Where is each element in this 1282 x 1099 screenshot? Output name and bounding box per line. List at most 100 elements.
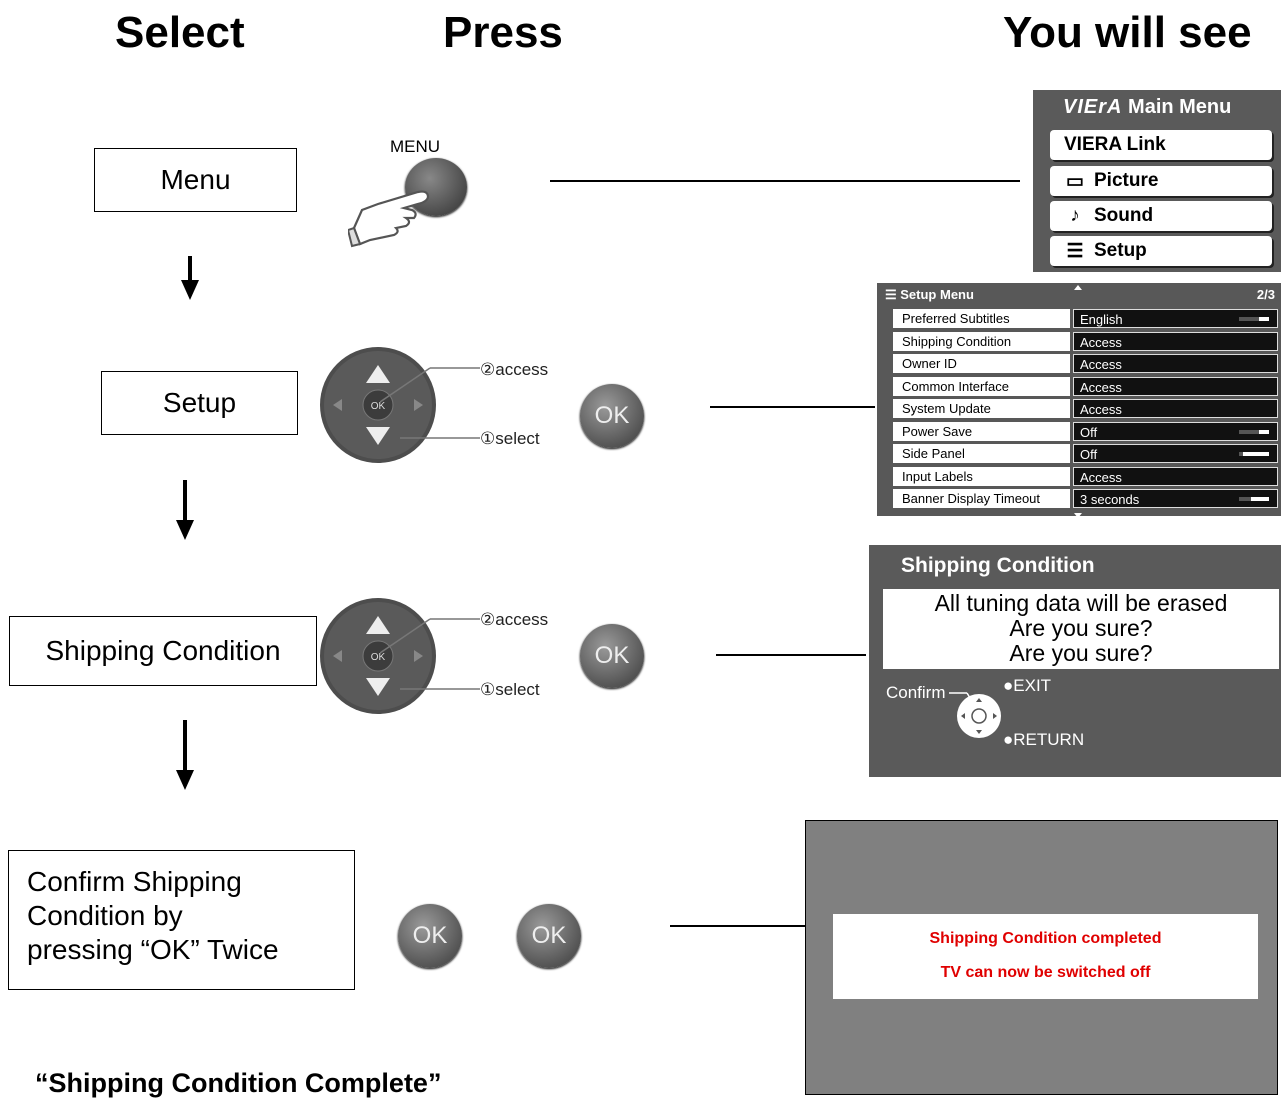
list-icon: ☰ — [1066, 240, 1084, 262]
header-select: Select — [115, 8, 245, 57]
step-setup-box: Setup — [101, 371, 298, 435]
completed-screen: Shipping Condition completed TV can now … — [805, 820, 1278, 1095]
viera-logo: VIErA — [1063, 96, 1123, 118]
select-label: ①select — [480, 429, 540, 448]
connector-shipping — [716, 654, 866, 656]
step-menu-box: Menu — [94, 148, 297, 212]
access-label: ②access — [480, 360, 549, 379]
setup-menu-row[interactable]: Owner ID Access — [893, 354, 1279, 374]
menu-button[interactable] — [405, 158, 467, 216]
setup-menu-row-value-text: Access — [1080, 357, 1122, 372]
step-confirm-line1: Confirm Shipping — [27, 866, 242, 897]
connector-confirm — [670, 925, 805, 927]
setup-menu-row[interactable]: Input Labels Access — [893, 466, 1279, 487]
setup-menu-row-value[interactable]: Access — [1073, 331, 1278, 351]
setup-menu-row-label: Shipping Condition — [893, 331, 1070, 351]
pointing-hand-icon — [348, 190, 430, 248]
setup-menu-row-label: Owner ID — [893, 354, 1070, 373]
main-menu-screen: VIErA Main Menu VIERA Link ▭Picture ♪ Sou… — [1033, 90, 1281, 272]
shipping-dialog-line1: All tuning data will be erased — [934, 590, 1228, 616]
picture-icon: ▭ — [1066, 170, 1084, 192]
shipping-dialog-line3: Are you sure? — [1009, 640, 1153, 666]
setup-menu-row-value-text: Access — [1080, 469, 1122, 485]
setup-menu-page: 2/3 — [1256, 287, 1275, 302]
main-menu-item-setup[interactable]: ☰ Setup — [1050, 236, 1272, 266]
main-menu-item-label: VIERA Link — [1064, 134, 1166, 155]
completed-line2: TV can now be switched off — [940, 964, 1151, 981]
setup-menu-row-label: Common Interface — [893, 376, 1070, 396]
setup-menu-row-value-text: Access — [1080, 334, 1122, 350]
completed-message: Shipping Condition completed TV can now … — [833, 914, 1258, 999]
setup-menu-row[interactable]: Shipping Condition Access — [893, 331, 1279, 352]
nav-pad-shipping[interactable]: OK — [318, 596, 438, 721]
setup-menu-row-label: Banner Display Timeout — [893, 489, 1070, 508]
main-menu-title: VIErA Main Menu — [1063, 96, 1231, 119]
select-label-2: ①select — [480, 680, 540, 699]
step-shipping-box: Shipping Condition — [9, 616, 317, 686]
connector-menu — [550, 180, 1020, 182]
setup-menu-row[interactable]: Power Save Off — [893, 421, 1279, 442]
main-menu-item-viera-link[interactable]: VIERA Link — [1050, 130, 1272, 160]
setup-menu-slider — [1239, 497, 1269, 501]
setup-menu-title: ☰ Setup Menu — [885, 287, 974, 302]
setup-menu-row-value[interactable]: Access — [1073, 399, 1278, 418]
nav-pad-ok-label: OK — [371, 401, 386, 412]
setup-menu-slider — [1239, 317, 1269, 321]
main-menu-item-sound[interactable]: ♪ Sound — [1050, 201, 1272, 231]
setup-menu-row-value[interactable]: Off — [1073, 444, 1278, 463]
setup-menu-row-label: Preferred Subtitles — [893, 309, 1070, 328]
setup-menu-row-value[interactable]: Access — [1073, 376, 1278, 396]
setup-menu-slider — [1239, 452, 1269, 456]
setup-menu-row-value-text: Off — [1080, 424, 1098, 440]
ok-button-confirm-2[interactable]: OK — [517, 904, 581, 968]
access-label-2: ②access — [480, 610, 549, 629]
shipping-dialog-title: Shipping Condition — [901, 554, 1095, 577]
setup-menu-row-label: Input Labels — [893, 466, 1070, 486]
setup-menu-row-label: Side Panel — [893, 444, 1070, 463]
step-menu-label: Menu — [160, 164, 231, 195]
confirm-label: Confirm — [886, 683, 946, 702]
main-menu-item-label: Sound — [1094, 205, 1154, 226]
setup-menu-row-value-text: Access — [1080, 379, 1122, 395]
setup-menu-row[interactable]: Common Interface Access — [893, 376, 1279, 397]
main-menu-item-picture[interactable]: ▭Picture — [1050, 166, 1272, 196]
ok-button-shipping[interactable]: OK — [580, 624, 644, 688]
step-setup-label: Setup — [162, 387, 237, 418]
header-press: Press — [443, 8, 563, 57]
header-you-will-see: You will see — [1003, 8, 1252, 57]
setup-menu-row-value[interactable]: English — [1073, 309, 1278, 328]
setup-menu-row-value[interactable]: Off — [1073, 421, 1278, 441]
shipping-dialog-line2: Are you sure? — [1009, 615, 1153, 641]
main-menu-title-text: Main Menu — [1128, 96, 1232, 118]
scroll-up-icon — [1074, 285, 1082, 290]
completed-line1: Shipping Condition completed — [929, 930, 1162, 947]
nav-pad-setup[interactable]: OK — [318, 345, 438, 470]
pad-leader-lines — [380, 367, 480, 439]
music-note-icon: ♪ — [1070, 205, 1080, 226]
setup-menu-row-label: Power Save — [893, 421, 1070, 441]
shipping-dialog-message: All tuning data will be erased Are you s… — [883, 589, 1279, 669]
nav-pad-ok-label-2: OK — [371, 652, 386, 663]
setup-menu-row-value-text: Access — [1080, 402, 1122, 417]
mini-dpad-icon — [949, 692, 1001, 738]
setup-menu-row-value-text: Off — [1080, 447, 1098, 462]
exit-label: ●EXIT — [1003, 676, 1052, 695]
footer-caption: “Shipping Condition Complete” — [35, 1068, 442, 1098]
setup-menu-row-value[interactable]: 3 seconds — [1073, 489, 1278, 508]
menu-button-label: MENU — [390, 137, 441, 156]
setup-menu-row-value[interactable]: Access — [1073, 354, 1278, 373]
step-shipping-label: Shipping Condition — [45, 635, 281, 666]
return-label: ●RETURN — [1003, 730, 1085, 749]
main-menu-item-label: Setup — [1094, 240, 1147, 261]
ok-button-setup[interactable]: OK — [580, 384, 644, 448]
ok-button-confirm-1[interactable]: OK — [398, 904, 462, 968]
step-confirm-box: Confirm Shipping Condition by pressing “… — [8, 850, 355, 990]
setup-menu-row[interactable]: Side Panel Off — [893, 444, 1279, 464]
setup-menu-row-value[interactable]: Access — [1073, 466, 1278, 486]
step-confirm-line3: pressing “OK” Twice — [27, 934, 279, 965]
scroll-down-icon — [1074, 513, 1082, 518]
